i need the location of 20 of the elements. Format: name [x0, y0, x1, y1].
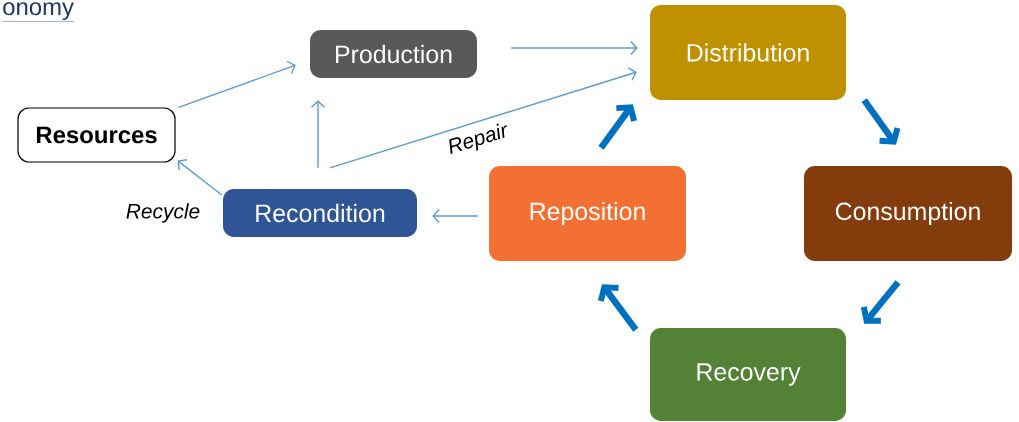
- edge-label: Recycle: [124, 202, 202, 224]
- process-box: Production: [310, 30, 477, 78]
- process-box: Resources: [17, 107, 176, 163]
- edge-label: Repair: [444, 120, 512, 160]
- arrow: [432, 208, 479, 224]
- process-box: Recovery: [650, 328, 846, 421]
- thick-arrow: [861, 98, 901, 145]
- thick-arrow: [598, 104, 637, 150]
- process-box: Consumption: [804, 166, 1012, 261]
- process-box: Reposition: [489, 166, 686, 261]
- arrow: [329, 67, 637, 169]
- arrow: [177, 60, 296, 109]
- arrow: [510, 40, 638, 56]
- arrow: [310, 100, 326, 169]
- arrow: [177, 159, 223, 196]
- thick-arrow: [860, 280, 901, 324]
- process-box: Distribution: [650, 5, 846, 100]
- process-box: Recondition: [223, 189, 417, 237]
- heading-link: onomy: [2, 2, 75, 22]
- thick-arrow: [597, 284, 639, 332]
